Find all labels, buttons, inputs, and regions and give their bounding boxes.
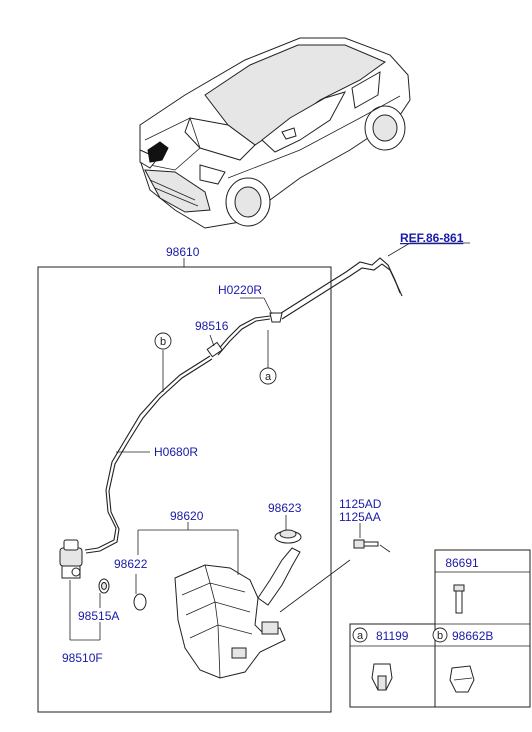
assembly-frame [37,266,332,713]
label-98622: 98622 [114,557,148,571]
callout-b: b [154,332,172,350]
washer-pump [59,539,83,579]
filler-cap-98623 [274,529,302,544]
label-98623: 98623 [268,501,302,515]
svg-text:b: b [437,630,443,642]
table-callout-a: a [352,627,368,643]
label-98620: 98620 [170,509,204,523]
parts-table [349,549,531,708]
car-illustration [139,37,411,229]
label-86691: 86691 [445,556,479,570]
label-98610: 98610 [166,245,200,259]
clip-81199 [371,663,393,691]
bolt-1125 [353,539,379,549]
table-callout-b: b [432,627,448,643]
svg-text:b: b [160,336,166,348]
svg-text:a: a [357,630,364,642]
label-98662b: 98662B [452,629,493,643]
label-98516: 98516 [195,319,229,333]
label-1125ad: 1125AD [339,497,382,511]
label-1125aa: 1125AA [339,510,381,524]
label-ref-86-861[interactable]: REF.86-861 [400,231,464,245]
washer-hoses [84,312,283,554]
label-81199: 81199 [376,629,409,643]
clip-98662b [449,665,475,693]
label-98515a: 98515A [78,609,119,623]
grommet-98515a [98,578,110,594]
cap-98622 [133,593,147,611]
washer-reservoir [174,547,301,679]
label-98510f: 98510F [62,651,103,665]
svg-text:a: a [265,371,272,383]
label-h0220r: H0220R [218,283,262,297]
clip-86691 [453,584,465,614]
label-h0680r: H0680R [154,445,198,459]
reference-hose [277,242,470,320]
callout-a: a [259,367,277,385]
